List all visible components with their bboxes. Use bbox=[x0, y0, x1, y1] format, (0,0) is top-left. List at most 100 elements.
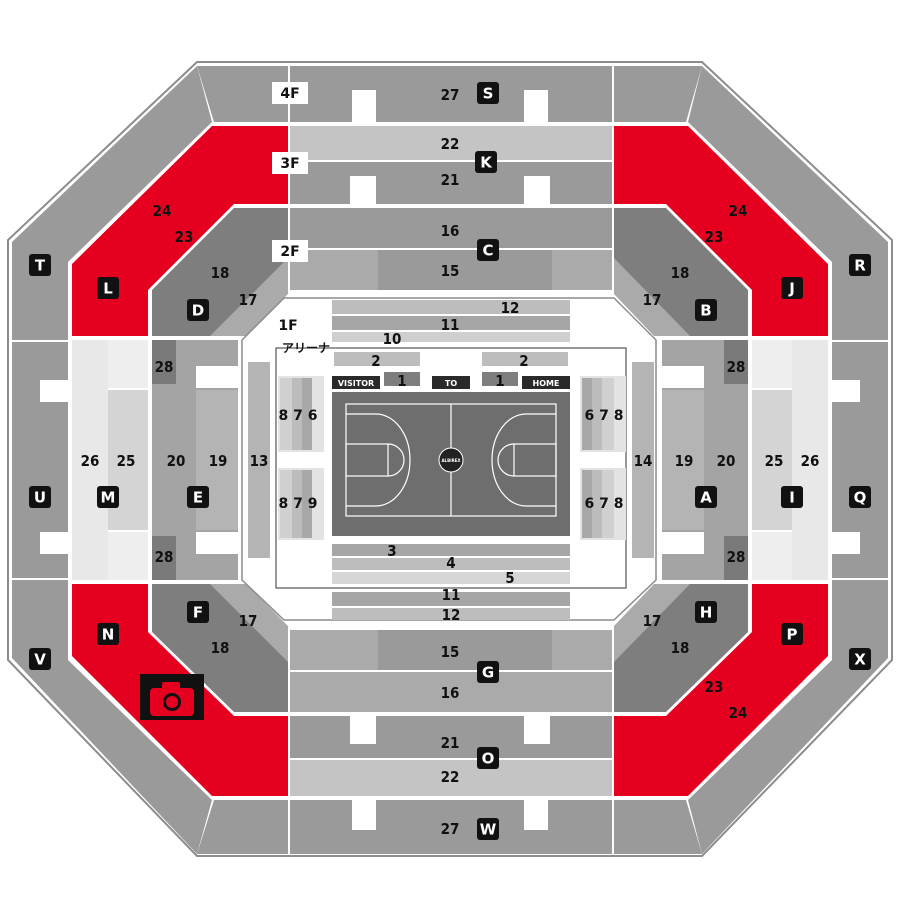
row-label: 22 bbox=[441, 135, 460, 153]
block-l-badge[interactable] bbox=[97, 277, 119, 299]
block-v-label: V bbox=[34, 651, 46, 669]
section-b-inner[interactable] bbox=[614, 258, 690, 336]
section-h-inner[interactable] bbox=[614, 584, 690, 662]
section-k-upper[interactable] bbox=[290, 126, 612, 160]
block-b-label: B bbox=[700, 302, 711, 320]
arena-row-2-right[interactable] bbox=[482, 352, 568, 366]
section-1f-bottom-11[interactable] bbox=[332, 592, 570, 606]
section-1f-bottom-12[interactable] bbox=[332, 608, 570, 620]
row-label: 14 bbox=[634, 452, 653, 470]
row-label: 2 bbox=[519, 352, 528, 370]
block-e-badge[interactable] bbox=[187, 486, 209, 508]
row-label: 28 bbox=[727, 358, 746, 376]
block-r-badge[interactable] bbox=[849, 254, 871, 276]
section-f-inner[interactable] bbox=[210, 584, 288, 662]
row-label: 10 bbox=[383, 330, 402, 348]
floor-1f-label: 1F bbox=[278, 318, 297, 334]
block-t-badge[interactable] bbox=[29, 254, 51, 276]
row-label: 18 bbox=[671, 264, 690, 282]
arena-row-5[interactable] bbox=[332, 572, 570, 584]
block-g-label: G bbox=[482, 664, 494, 682]
row-label: 18 bbox=[671, 639, 690, 657]
block-v-badge[interactable] bbox=[29, 648, 51, 670]
arena-row-1-left[interactable] bbox=[384, 372, 420, 386]
section-1f-top-10[interactable] bbox=[332, 332, 570, 342]
row-label: 27 bbox=[441, 820, 460, 838]
block-i-label: I bbox=[789, 489, 795, 507]
row-label: 11 bbox=[442, 586, 461, 604]
section-m-outer[interactable] bbox=[72, 340, 108, 580]
section-o-lower[interactable] bbox=[290, 760, 612, 796]
block-k-badge[interactable] bbox=[475, 151, 497, 173]
arena-row-4[interactable] bbox=[332, 558, 570, 570]
section-w-right[interactable] bbox=[614, 800, 702, 854]
section-p[interactable] bbox=[614, 584, 828, 796]
block-j-badge[interactable] bbox=[781, 277, 803, 299]
block-u-badge[interactable] bbox=[29, 486, 51, 508]
section-1f-west-13[interactable] bbox=[248, 362, 270, 558]
arena-row-2-left[interactable] bbox=[334, 352, 420, 366]
arena-label: アリーナ bbox=[282, 341, 330, 355]
block-a-label: A bbox=[700, 489, 712, 507]
block-a-badge[interactable] bbox=[695, 486, 717, 508]
row-label: 24 bbox=[729, 704, 748, 722]
block-s-badge[interactable] bbox=[477, 82, 499, 104]
row-label: 23 bbox=[705, 678, 724, 696]
section-v[interactable] bbox=[12, 580, 212, 854]
home-label: HOME bbox=[533, 379, 560, 388]
section-1f-top-11[interactable] bbox=[332, 316, 570, 330]
arena-floor: VISITOR TO HOME ALBIREX bbox=[275, 347, 627, 589]
section-x[interactable] bbox=[688, 580, 888, 854]
section-1f-top-12[interactable] bbox=[332, 300, 570, 314]
row-label: 23 bbox=[705, 228, 724, 246]
section-g-lower[interactable] bbox=[290, 672, 612, 712]
row-label: 3 bbox=[387, 542, 396, 560]
section-w-left[interactable] bbox=[197, 800, 288, 854]
row-label: 27 bbox=[441, 86, 460, 104]
section-w[interactable] bbox=[290, 800, 612, 854]
section-i-outer[interactable] bbox=[792, 340, 828, 580]
block-j-label: J bbox=[788, 280, 795, 298]
row-label: 28 bbox=[155, 358, 174, 376]
section-r[interactable] bbox=[688, 66, 888, 340]
block-u-label: U bbox=[34, 489, 46, 507]
block-p-badge[interactable] bbox=[781, 623, 803, 645]
block-k-label: K bbox=[480, 154, 493, 172]
block-o-badge[interactable] bbox=[477, 747, 499, 769]
block-d-badge[interactable] bbox=[187, 299, 209, 321]
section-c-upper[interactable] bbox=[290, 208, 612, 248]
section-s[interactable] bbox=[197, 66, 288, 122]
section-j[interactable] bbox=[614, 126, 828, 336]
section-l[interactable] bbox=[72, 126, 288, 336]
row-label: 6 7 8 bbox=[585, 496, 624, 512]
block-i-badge[interactable] bbox=[781, 486, 803, 508]
row-label: 17 bbox=[643, 291, 662, 309]
block-w-badge[interactable] bbox=[477, 818, 499, 840]
block-x-badge[interactable] bbox=[849, 648, 871, 670]
row-label: 4 bbox=[446, 554, 455, 572]
row-label: 18 bbox=[211, 639, 230, 657]
block-p-label: P bbox=[787, 626, 798, 644]
section-s-center[interactable] bbox=[290, 66, 612, 122]
section-d-inner[interactable] bbox=[210, 258, 288, 336]
block-m-badge[interactable] bbox=[97, 486, 119, 508]
row-label: 19 bbox=[675, 452, 694, 470]
block-q-badge[interactable] bbox=[849, 486, 871, 508]
section-k-lower[interactable] bbox=[290, 162, 612, 204]
arena-row-3[interactable] bbox=[332, 544, 570, 556]
block-n-badge[interactable] bbox=[97, 623, 119, 645]
section-1f-east-14[interactable] bbox=[632, 362, 654, 558]
block-c-badge[interactable] bbox=[477, 239, 499, 261]
block-g-badge[interactable] bbox=[477, 661, 499, 683]
row-label: 26 bbox=[81, 452, 100, 470]
section-o-upper[interactable] bbox=[290, 716, 612, 758]
section-s-right[interactable] bbox=[614, 66, 702, 122]
block-e-label: E bbox=[193, 489, 203, 507]
arena-row-1-right[interactable] bbox=[482, 372, 518, 386]
block-r-label: R bbox=[854, 257, 866, 275]
section-t[interactable] bbox=[12, 66, 212, 340]
block-h-badge[interactable] bbox=[695, 601, 717, 623]
block-b-badge[interactable] bbox=[695, 299, 717, 321]
block-x-label: X bbox=[854, 651, 866, 669]
block-f-badge[interactable] bbox=[187, 601, 209, 623]
